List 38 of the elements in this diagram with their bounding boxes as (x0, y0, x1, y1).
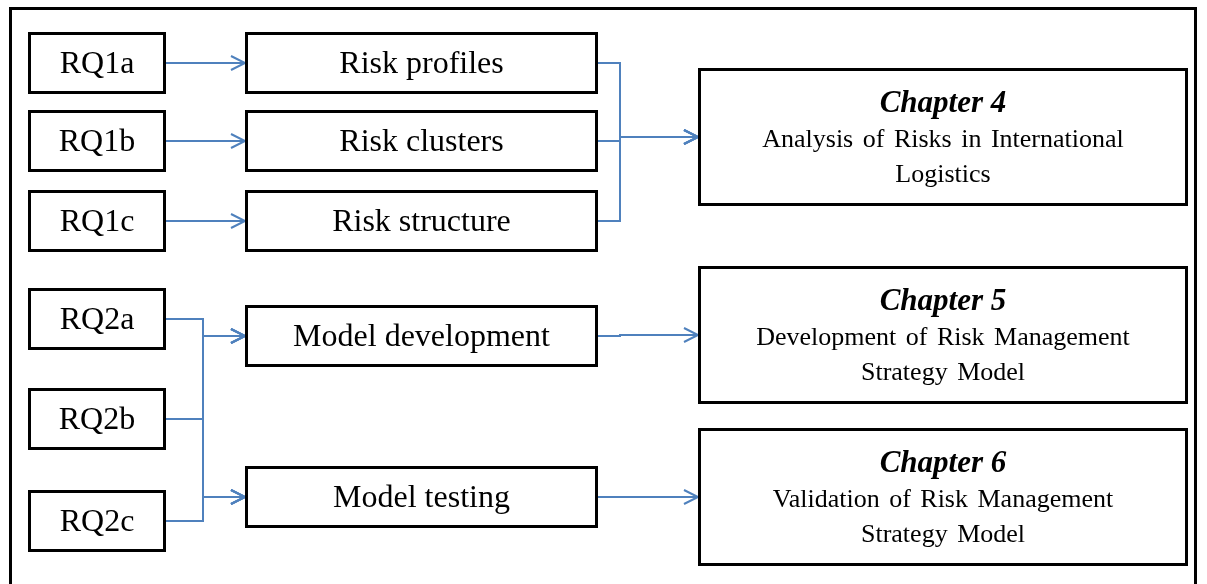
box-label: RQ1c (59, 203, 135, 239)
chapter-heading: Chapter 6 (879, 443, 1007, 481)
question-box (28, 32, 166, 94)
chapter-box (698, 266, 1188, 404)
box-label: RQ2b (58, 401, 136, 437)
box-label: Model testing (333, 479, 510, 515)
chapter-heading: Chapter 4 (879, 83, 1007, 121)
question-box (28, 490, 166, 552)
question-box (28, 388, 166, 450)
box-label: RQ2a (59, 301, 135, 337)
question-box (28, 110, 166, 172)
process-box (245, 32, 598, 94)
connector-arrow (597, 489, 699, 505)
connector-arrow (597, 327, 699, 343)
chapter-description: Development of Risk Management Strategy Model (755, 320, 1131, 388)
box-label: RQ1a (59, 45, 135, 81)
box-label: Risk structure (332, 203, 511, 239)
question-box (28, 288, 166, 350)
process-box (245, 305, 598, 367)
box-label: Risk clusters (339, 123, 504, 159)
box-label: RQ2c (59, 503, 135, 539)
process-box (245, 190, 598, 252)
connector-arrow (597, 129, 699, 222)
box-label: Model development (293, 318, 550, 354)
chapter-box (698, 428, 1188, 566)
box-label: RQ1b (58, 123, 136, 159)
chapter-box (698, 68, 1188, 206)
chapter-description: Analysis of Risks in International Logistics (761, 122, 1125, 190)
process-box (245, 110, 598, 172)
chapter-heading: Chapter 5 (879, 281, 1007, 319)
chapter-description: Validation of Risk Management Strategy Model (771, 482, 1115, 550)
connector-arrow (165, 213, 246, 229)
process-box (245, 466, 598, 528)
connector-arrow (165, 133, 246, 149)
connector-arrow (165, 489, 246, 522)
box-label: Risk profiles (339, 45, 504, 81)
question-box (28, 190, 166, 252)
connector-arrow (165, 55, 246, 71)
